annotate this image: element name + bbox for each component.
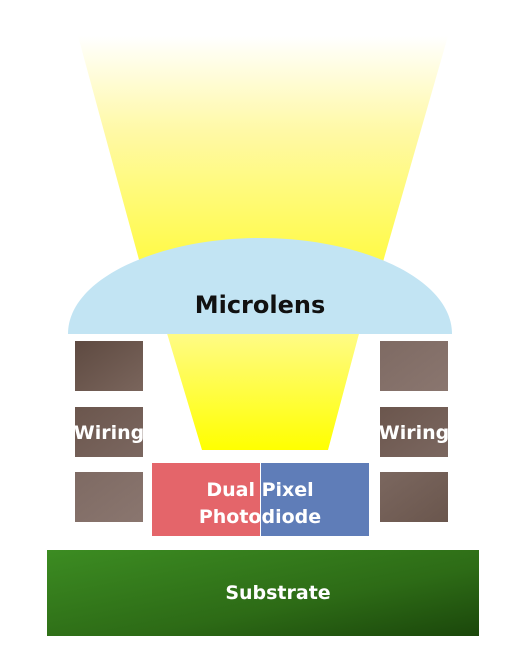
- wiring-label-left: Wiring: [74, 422, 144, 444]
- photodiode-label-line1: Dual Pixel: [206, 479, 313, 501]
- wiring-block-left-top: [75, 341, 143, 391]
- microlens-shape: [68, 238, 452, 334]
- substrate-layer: [47, 550, 479, 636]
- photodiode-label-line2: Photodiode: [199, 506, 321, 528]
- photodiode-left-half: [152, 463, 260, 536]
- incoming-light-beam: [78, 36, 448, 300]
- wiring-block-right-top: [380, 341, 448, 391]
- wiring-block-right-middle: [380, 407, 448, 457]
- wiring-block-right-bottom: [380, 472, 448, 522]
- microlens-label: Microlens: [195, 291, 326, 319]
- substrate-label: Substrate: [225, 582, 330, 604]
- wiring-label-right: Wiring: [379, 422, 449, 444]
- wiring-block-left-bottom: [75, 472, 143, 522]
- focused-light-beam: [166, 330, 360, 450]
- wiring-block-left-middle: [75, 407, 143, 457]
- photodiode-right-half: [261, 463, 369, 536]
